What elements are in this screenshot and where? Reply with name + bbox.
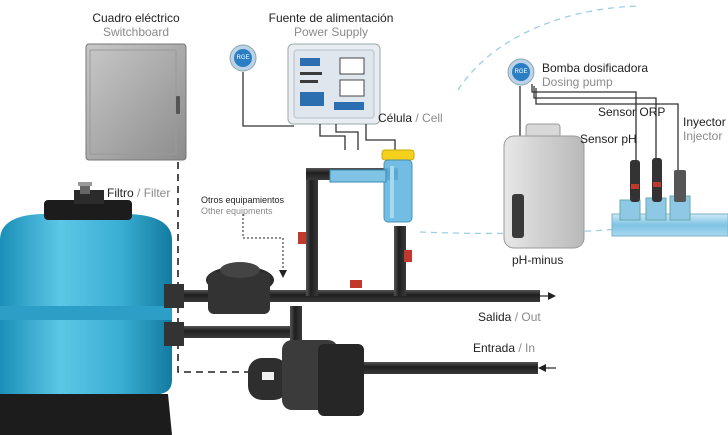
cell-label-sep: / (412, 111, 423, 125)
outlet-label-en: Out (521, 310, 541, 324)
multiport-valve (206, 262, 274, 314)
pointer-arrowhead (279, 270, 287, 278)
power-supply-label: Fuente de alimentación Power Supply (269, 11, 394, 39)
inlet-label-es: Entrada (473, 341, 516, 355)
other-equipment-label-es: Otros equipamientos (201, 195, 285, 205)
other-equipment-label-en: Other equipments (201, 206, 273, 216)
cell-label: Célula / Cell (378, 111, 443, 125)
other-equipment-label: Otros equipamientos Other equipments (201, 195, 284, 217)
outlet-label: Salida / Out (478, 310, 541, 324)
rge-logo-power (229, 44, 257, 72)
outlet-label-sep: / (511, 310, 522, 324)
filter-tank (0, 190, 184, 435)
sensor-orp-label: Sensor ORP (598, 105, 665, 119)
filter-label: Filtro / Filter (107, 186, 170, 200)
outlet-label-es: Salida (478, 310, 512, 324)
sensor-manifold (611, 158, 728, 237)
dosing-pump-label: Bomba dosificadora Dosing pump (542, 61, 648, 89)
rge-logo-text-power: RGE (236, 55, 250, 61)
sensor-orp-label-es: Sensor ORP (598, 105, 666, 119)
outlet-arrow (540, 292, 556, 300)
sensor-ph-label: Sensor pH (580, 132, 637, 146)
ph-minus-container (503, 123, 585, 249)
rge-logo-text-pump: RGE (514, 69, 528, 75)
filter-label-en: Filter (143, 186, 171, 200)
other-equipment-pointer (242, 214, 284, 272)
power-supply-label-en: Power Supply (293, 25, 369, 39)
filter-label-sep: / (133, 186, 144, 200)
dosing-pump-label-es: Bomba dosificadora (542, 61, 649, 75)
injector-label: Inyector Injector (683, 115, 726, 143)
power-supply-unit (287, 43, 381, 125)
electrolysis-cell (329, 149, 415, 223)
filter-pressure-gauge (78, 182, 92, 194)
power-supply-label-es: Fuente de alimentación (268, 11, 394, 25)
inlet-arrow (538, 364, 556, 372)
inlet-label-sep: / (515, 341, 526, 355)
cell-label-es: Célula (378, 111, 413, 125)
ph-minus-label-es: pH-minus (512, 253, 564, 267)
switchboard-label-en: Switchboard (102, 25, 170, 39)
cell-label-en: Cell (422, 111, 443, 125)
inlet-label-en: In (525, 341, 536, 355)
sensor-ph-label-es: Sensor pH (580, 132, 637, 146)
injector-label-es: Inyector (683, 115, 726, 129)
filter-label-es: Filtro (107, 186, 134, 200)
dosing-pump-label-en: Dosing pump (542, 75, 613, 89)
switchboard-cabinet (85, 43, 187, 161)
ph-minus-label: pH-minus (512, 253, 563, 267)
switchboard-label: Cuadro eléctrico Switchboard (92, 11, 179, 39)
rge-logo-pump (507, 58, 535, 86)
signal-cables (242, 72, 679, 196)
circulation-pump (248, 340, 364, 416)
power-line-dashed (177, 162, 250, 373)
switchboard-label-es: Cuadro eléctrico (92, 11, 180, 25)
ball-valves (298, 232, 412, 288)
inlet-label: Entrada / In (473, 341, 535, 355)
injector-label-en: Injector (683, 129, 723, 143)
